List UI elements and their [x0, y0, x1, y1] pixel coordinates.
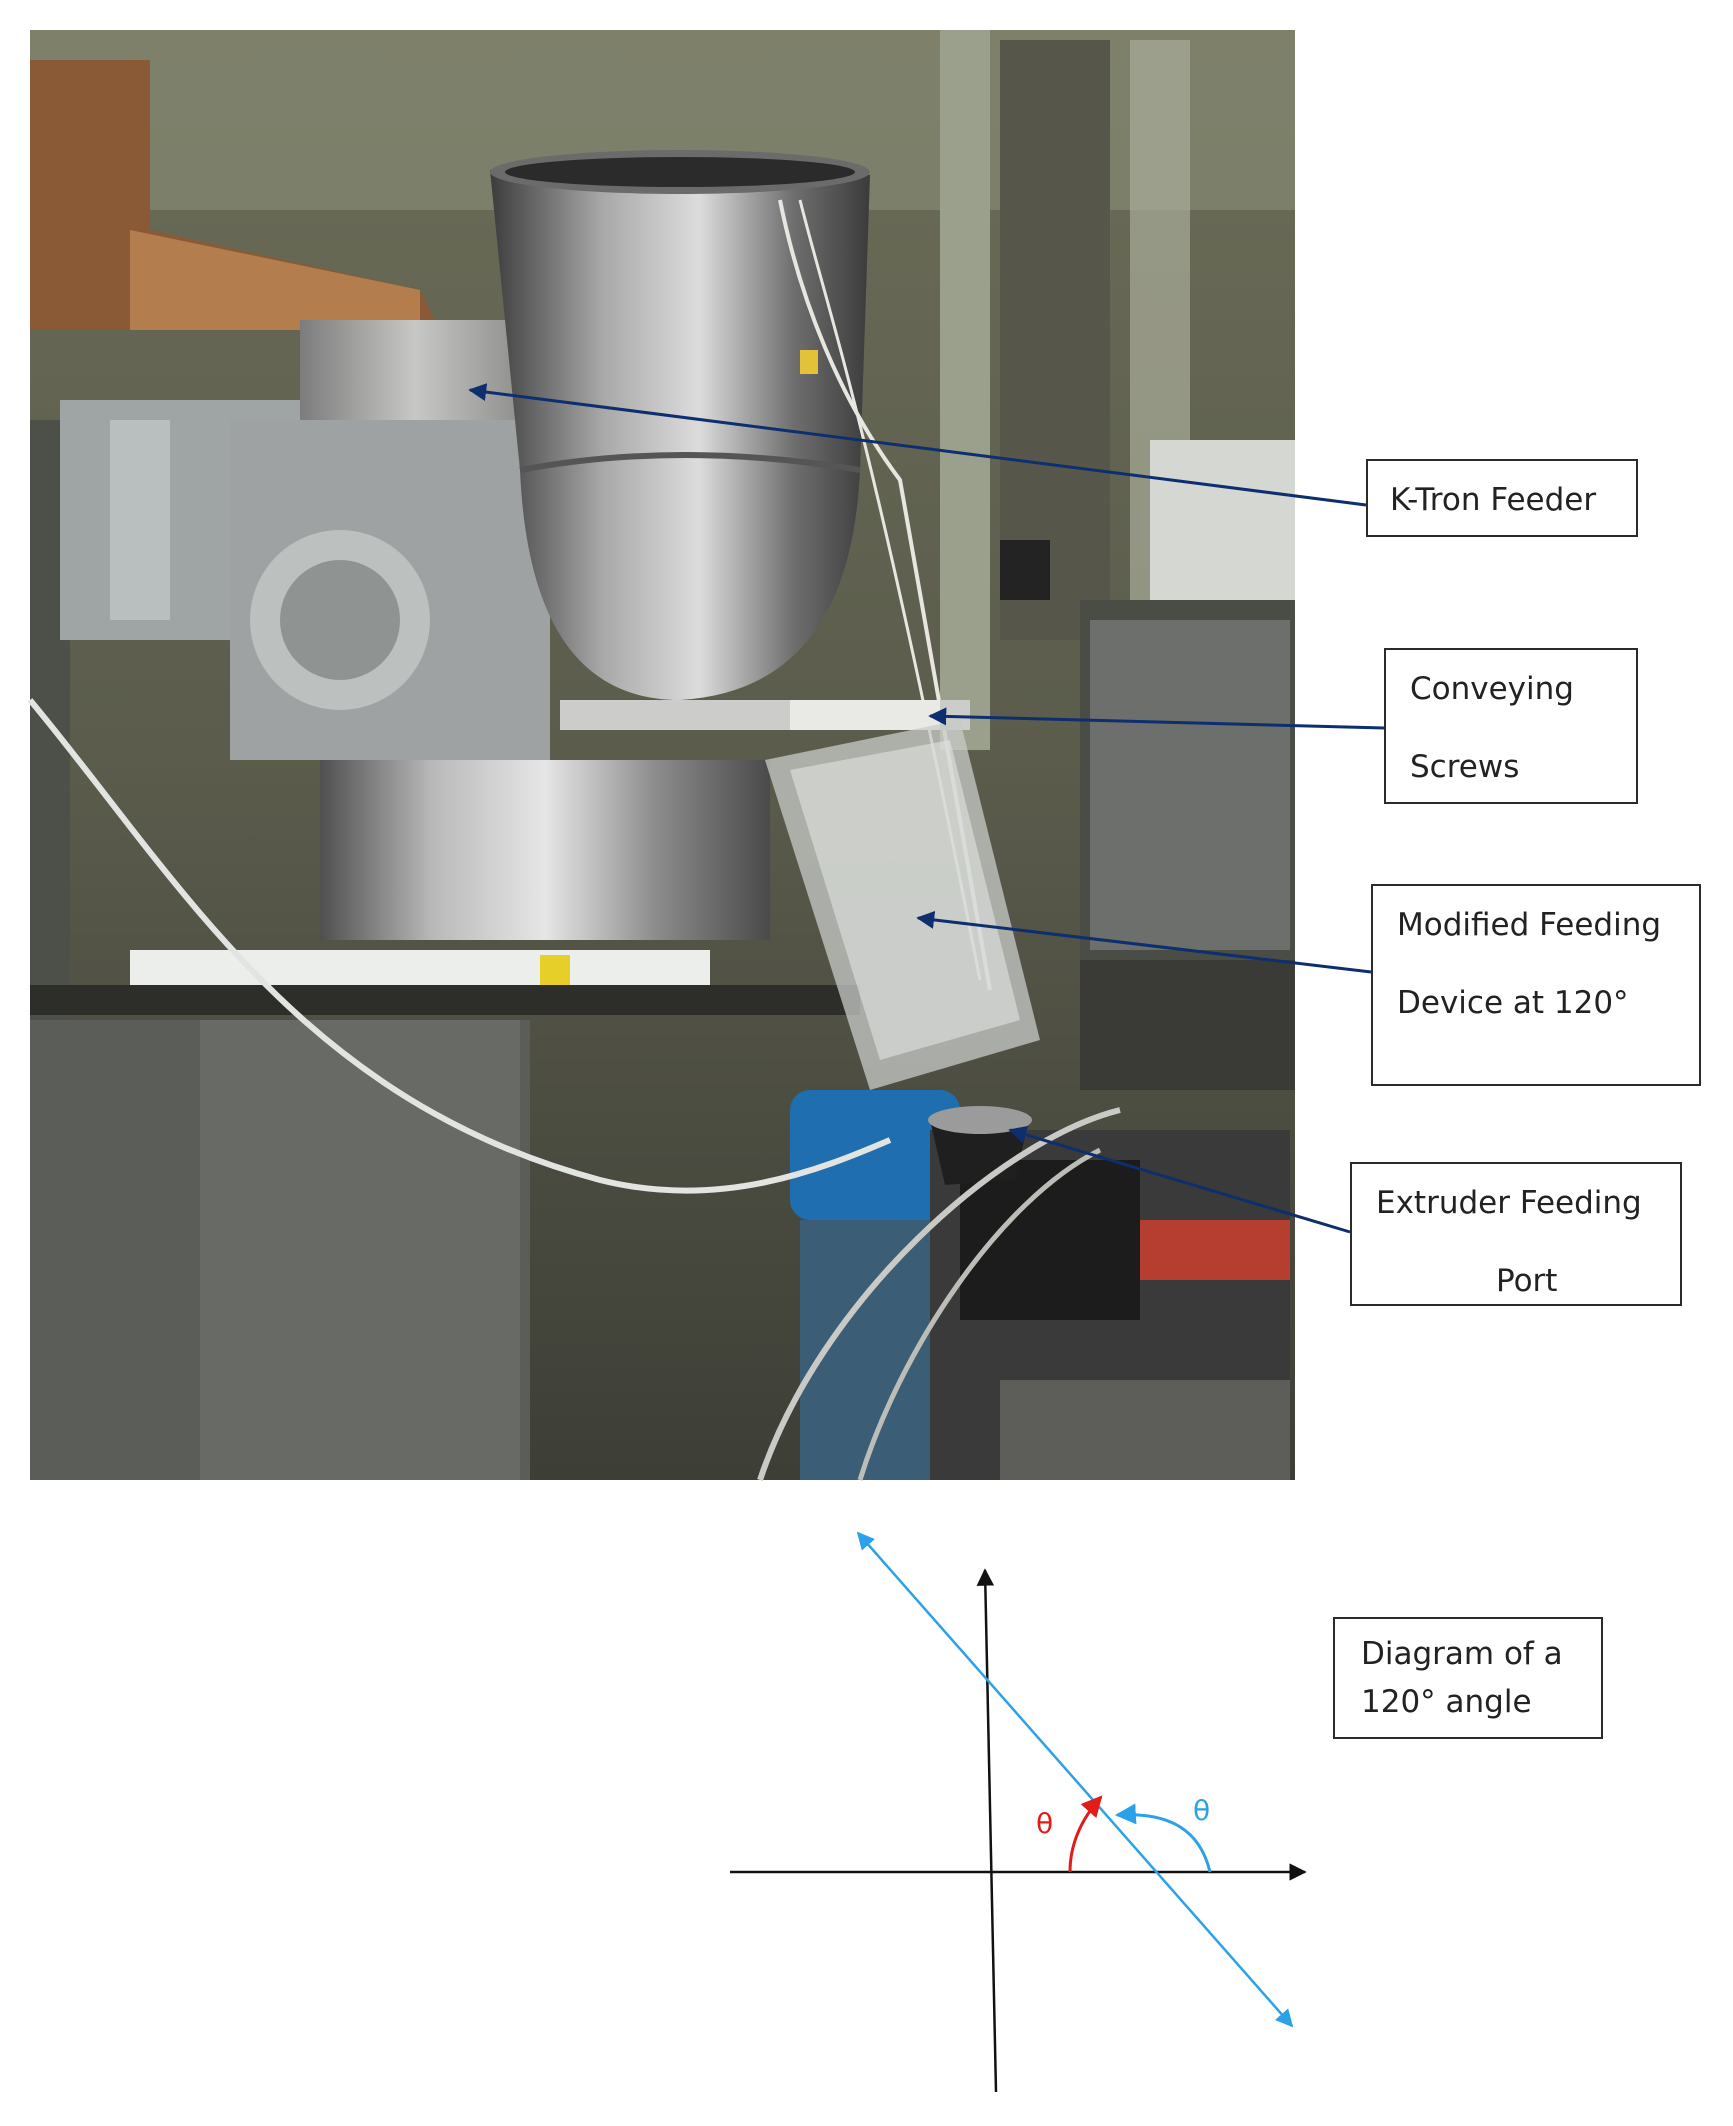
ktron-feeder-label: K-Tron Feeder: [1366, 459, 1638, 537]
modified-feeding-device-label: Modified Feeding Device at 120°: [1371, 884, 1701, 1086]
theta-right-label: θ: [1193, 1794, 1210, 1827]
extruder-feeding-port-label: Extruder Feeding Port: [1350, 1162, 1682, 1306]
conveying-screws-label: Conveying Screws: [1384, 648, 1638, 804]
diagram-line2: 120° angle: [1361, 1684, 1532, 1720]
screws-line2: Screws: [1410, 749, 1520, 785]
angle-diagram-label: Diagram of a 120° angle: [1333, 1617, 1603, 1739]
modified-line1: Modified Feeding: [1397, 907, 1662, 943]
ktron-text: K-Tron Feeder: [1390, 482, 1597, 518]
diagram-line1: Diagram of a: [1361, 1636, 1563, 1672]
extruder-line2: Port: [1496, 1263, 1558, 1299]
theta-left-label: θ: [1036, 1807, 1053, 1840]
modified-line2: Device at 120°: [1397, 985, 1629, 1021]
screws-line1: Conveying: [1410, 671, 1574, 707]
extruder-line1: Extruder Feeding: [1376, 1185, 1642, 1221]
